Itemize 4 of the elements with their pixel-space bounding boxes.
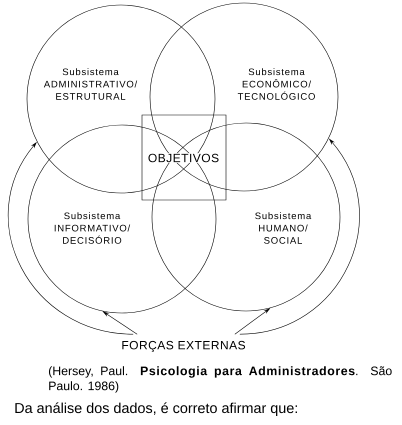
question-text: Da análise dos dados, é correto afirmar que: [15,402,297,416]
objective-box: OBJETIVOS [142,114,226,200]
citation: (Hersey, Paul. Psicologia para Administradores. São Paulo. 1986) [48,366,392,393]
node-label: FORÇAS EXTERNAS [122,340,246,352]
